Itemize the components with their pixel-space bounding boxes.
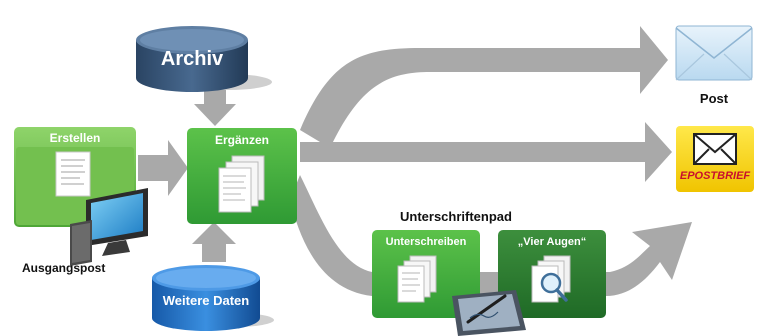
arrow-to-epost	[300, 122, 672, 182]
epost-brand-prefix: E	[679, 170, 688, 182]
epost-brand-main: POSTBRIEF	[687, 170, 751, 182]
magnifier-icon	[540, 272, 568, 302]
arrow-archive-to-complete	[194, 88, 236, 126]
signature-pad-icon	[452, 290, 526, 336]
complete-label: Ergänzen	[214, 133, 269, 147]
post-envelope-icon	[675, 25, 753, 81]
archive-database	[136, 26, 272, 92]
archive-label: Archiv	[160, 48, 224, 70]
complete-box	[187, 128, 297, 224]
four-eyes-label: „Vier Augen“	[517, 236, 587, 248]
arrow-to-signing	[290, 175, 692, 296]
flow-arrows	[138, 26, 692, 296]
arrow-data-to-complete	[192, 222, 236, 262]
computer-icon	[70, 188, 148, 266]
epost-brand: EPOSTBRIEF	[676, 170, 754, 182]
sign-label: Unterschreiben	[385, 236, 467, 248]
more-data-database	[152, 265, 274, 331]
signature-pad-label: Unterschriftenpad	[400, 209, 512, 224]
four-eyes-box	[498, 230, 606, 318]
epost-brief-icon	[676, 126, 754, 192]
create-document-icon	[55, 151, 91, 197]
sign-documents-icon	[397, 255, 437, 303]
arrow-to-post	[300, 26, 668, 148]
more-data-label: Weitere Daten	[162, 293, 250, 308]
outgoing-mail-label: Ausgangspost	[22, 261, 106, 275]
complete-documents-icon	[218, 155, 265, 213]
arrow-create-to-complete	[138, 140, 188, 196]
post-label: Post	[699, 91, 729, 106]
create-label: Erstellen	[49, 131, 101, 145]
